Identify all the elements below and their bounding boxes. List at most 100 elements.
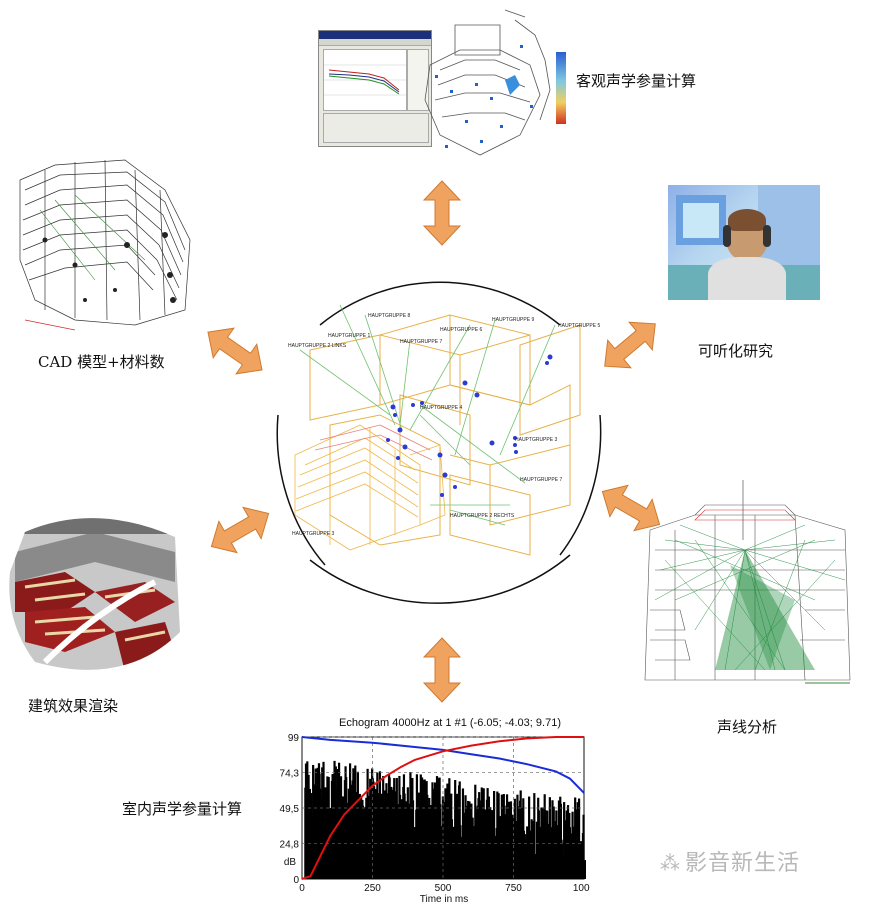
objective-software-window — [318, 30, 432, 147]
echogram-bar — [342, 816, 345, 879]
center-group-label: HAUPTGRUPPE 6 — [440, 327, 482, 333]
window-titlebar — [319, 31, 431, 39]
raytrace-diagram — [644, 480, 851, 684]
center-group-label: HAUPTGRUPPE 2 LINKS — [288, 343, 347, 349]
arrow-lower-left — [210, 506, 270, 554]
center-diagram: HAUPTGRUPPE 8 HAUPTGRUPPE 1 HAUPTGRUPPE … — [276, 281, 602, 604]
echogram-bar — [482, 788, 485, 879]
echogram-bar — [497, 793, 500, 879]
wechat-icon: ⁂ — [660, 851, 681, 875]
echogram-bar — [329, 808, 332, 879]
y-tick-label: 99 — [288, 733, 300, 744]
label-rendering: 建筑效果渲染 — [28, 697, 119, 715]
echogram-bar — [565, 810, 568, 879]
y-axis-label: dB — [284, 857, 297, 868]
echogram-bar — [369, 778, 372, 879]
label-raytrace: 声线分析 — [717, 718, 778, 736]
center-group-label: HAUPTGRUPPE 5 — [558, 323, 600, 329]
center-group-label: HAUPTGRUPPE 4 — [420, 405, 462, 411]
echogram-bar — [553, 827, 556, 879]
arrow-upper-left — [207, 327, 263, 375]
echogram-bar — [533, 853, 537, 879]
center-group-label: HAUPTGRUPPE 7 — [400, 339, 442, 345]
series-line-0 — [301, 736, 585, 794]
echogram-bar — [474, 784, 477, 879]
window-graph — [324, 64, 406, 96]
echogram-bar — [460, 836, 463, 879]
echogram-bar — [533, 793, 536, 879]
echogram-bar — [352, 768, 355, 879]
echogram-bar — [582, 814, 585, 879]
echogram-chart: Echogram 4000Hz at 1 #1 (-6.05; -4.03; 9… — [280, 717, 590, 904]
center-group-label: HAUPTGRUPPE 3 — [515, 437, 557, 443]
label-cad: CAD 模型+材料数 — [38, 353, 165, 371]
y-tick-label: 0 — [293, 875, 299, 886]
echogram-bar — [496, 791, 499, 879]
echogram-bar — [467, 800, 470, 879]
echogram-bar — [382, 776, 385, 879]
echogram-bar — [566, 805, 570, 879]
echogram-bar — [577, 798, 581, 879]
echogram-bars — [304, 760, 587, 879]
echogram-bar — [574, 797, 577, 879]
echogram-bar — [572, 826, 575, 879]
center-group-label: HAUPTGRUPPE 9 — [492, 317, 534, 323]
echogram-bar — [510, 850, 513, 879]
echogram-bar — [509, 801, 513, 879]
echogram-bar — [415, 774, 419, 879]
echogram-bar — [412, 834, 415, 879]
echogram-bar — [557, 800, 561, 879]
echogram-bar — [339, 776, 343, 879]
echogram-bar — [500, 794, 503, 879]
y-tick-label: 74,3 — [280, 768, 300, 779]
x-tick-label: 250 — [364, 883, 381, 894]
echogram-bar — [310, 793, 313, 879]
echogram-bar — [579, 841, 583, 879]
echogram-bar — [361, 805, 365, 879]
center-group-label: HAUPTGRUPPE 2 RECHTS — [450, 513, 515, 519]
echogram-bar — [451, 832, 454, 879]
architecture-render — [9, 518, 181, 670]
label-objective: 客观声学参量计算 — [576, 72, 697, 90]
arrow-lower-right — [601, 484, 661, 532]
watermark: ⁂影音新生活 — [660, 845, 800, 877]
center-group-label: HAUPTGRUPPE 8 — [368, 313, 410, 319]
echogram-bar — [454, 797, 457, 879]
echogram-bar — [561, 856, 564, 879]
echogram-bar — [393, 778, 396, 879]
series-line-1 — [301, 736, 584, 880]
echogram-bar — [404, 823, 407, 879]
cad-wireframe-model — [19, 159, 191, 331]
echogram-bar — [506, 812, 509, 879]
arrow-bottom — [422, 637, 462, 703]
echogram-bar — [538, 826, 541, 879]
arrow-top — [422, 180, 462, 246]
center-group-label: HAUPTGRUPPE 7 — [520, 477, 562, 483]
echogram-bar — [452, 826, 455, 879]
x-tick-label: 500 — [435, 883, 452, 894]
echogram-bar — [546, 823, 550, 879]
echogram-bar — [535, 821, 539, 879]
x-axis-label: Time in ms — [420, 894, 469, 904]
echogram-bar — [571, 811, 574, 879]
center-group-label: HAUPTGRUPPE 1 — [328, 333, 370, 339]
arrow-upper-right — [604, 321, 656, 369]
chart-title: Echogram 4000Hz at 1 #1 (-6.05; -4.03; 9… — [339, 717, 561, 729]
watermark-text: 影音新生活 — [685, 851, 801, 876]
echogram-bar — [433, 782, 437, 879]
echogram-bar — [380, 793, 383, 879]
echogram-bar — [583, 860, 587, 879]
echogram-bar — [307, 774, 310, 879]
label-room-params: 室内声学参量计算 — [122, 800, 243, 818]
echogram-bar — [493, 847, 496, 879]
x-tick-label: 0 — [299, 883, 305, 894]
echogram-bar — [409, 772, 412, 879]
auditorium-plan — [424, 9, 551, 156]
y-tick-label: 24,8 — [280, 839, 300, 850]
center-group-label: HAUPTGRUPPE 3 — [292, 531, 334, 537]
echogram-bar — [563, 802, 566, 879]
echogram-bar — [377, 793, 380, 879]
y-tick-label: 49,5 — [280, 804, 300, 815]
echogram-bar — [345, 813, 348, 879]
echogram-bar — [528, 796, 531, 879]
